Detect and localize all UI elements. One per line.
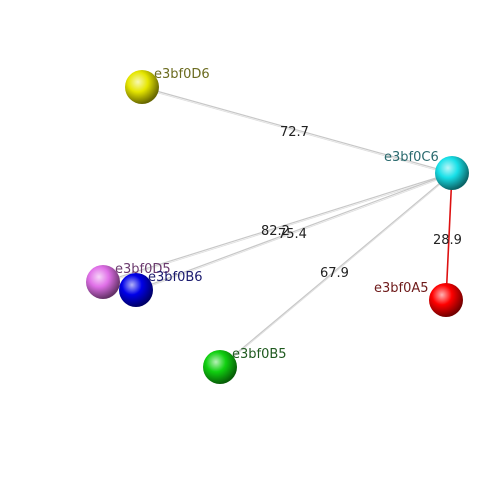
edge-label-e3bf0B6-e3bf0C6: 75.4	[278, 227, 307, 242]
node-e3bf0A5[interactable]	[429, 283, 463, 317]
edge-e3bf0B5-e3bf0C6	[219, 172, 453, 368]
node-e3bf0C6[interactable]	[435, 156, 469, 190]
node-label-e3bf0B6: e3bf0B6	[148, 270, 203, 285]
edge-e3bf0D6-e3bf0C6	[141, 86, 453, 174]
edge-label-e3bf0D5-e3bf0C6: 82.2	[261, 224, 290, 239]
edge-shadow-e3bf0B5-e3bf0C6	[219, 174, 453, 369]
node-e3bf0D5[interactable]	[86, 265, 120, 299]
nodes-layer	[86, 70, 469, 384]
node-label-e3bf0D6: e3bf0D6	[154, 67, 210, 82]
edge-e3bf0B6-e3bf0C6	[135, 172, 453, 291]
edge-labels-layer: 72.7 82.275.4 67.9 28.9	[261, 125, 462, 281]
edge-label-e3bf0D6-e3bf0C6: 72.7	[280, 125, 309, 140]
edge-label-e3bf0A5-e3bf0C6: 28.9	[433, 233, 462, 248]
edges-layer	[102, 86, 453, 369]
node-label-e3bf0C6: e3bf0C6	[384, 150, 439, 165]
node-label-e3bf0D5: e3bf0D5	[115, 262, 171, 277]
node-label-e3bf0B5: e3bf0B5	[232, 347, 287, 362]
node-e3bf0B5[interactable]	[203, 350, 237, 384]
edge-shadow-e3bf0B6-e3bf0C6	[135, 174, 453, 292]
edge-shadow-e3bf0D5-e3bf0C6	[102, 174, 453, 284]
node-e3bf0D6[interactable]	[125, 70, 159, 104]
edge-e3bf0A5-e3bf0C6	[445, 172, 453, 301]
edge-shadow-e3bf0D6-e3bf0C6	[141, 88, 453, 175]
node-e3bf0B6[interactable]	[119, 273, 153, 307]
edge-e3bf0D5-e3bf0C6	[102, 172, 453, 283]
node-label-e3bf0A5: e3bf0A5	[374, 281, 429, 296]
edge-label-e3bf0B5-e3bf0C6: 67.9	[320, 266, 349, 281]
